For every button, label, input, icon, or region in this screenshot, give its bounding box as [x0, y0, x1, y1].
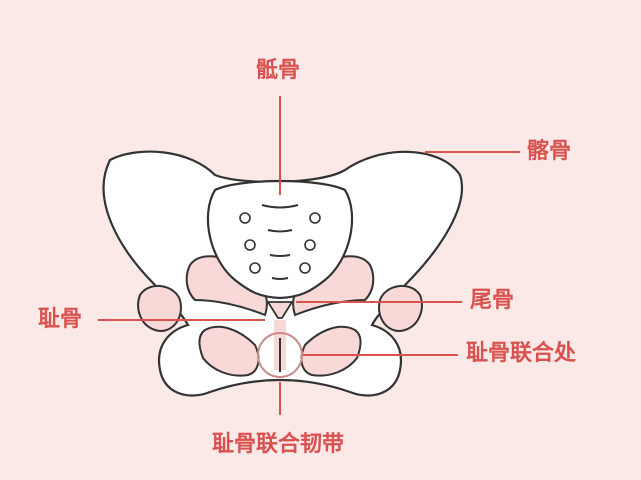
pointer-lines: [98, 96, 520, 415]
label-pubis: 耻骨: [38, 307, 83, 332]
sacral-foramina: [239, 212, 321, 274]
right-hip-lobe: [378, 285, 423, 332]
symphysis-circle: [257, 332, 303, 378]
coccyx-bone: [266, 301, 294, 319]
label-pubic-symphysis-ligament: 耻骨联合韧带: [212, 432, 345, 457]
label-sacrum: 骶骨: [256, 58, 301, 83]
label-pubic-symphysis: 耻骨联合处: [466, 341, 577, 366]
left-hip-lobe: [137, 285, 182, 332]
label-coccyx: 尾骨: [470, 288, 515, 313]
sacrum-bone: [206, 179, 354, 300]
label-ilium: 髂骨: [527, 139, 572, 164]
right-obturator-foramen: [300, 325, 362, 377]
left-obturator-foramen: [198, 325, 260, 377]
sacral-ridges: [261, 204, 299, 280]
